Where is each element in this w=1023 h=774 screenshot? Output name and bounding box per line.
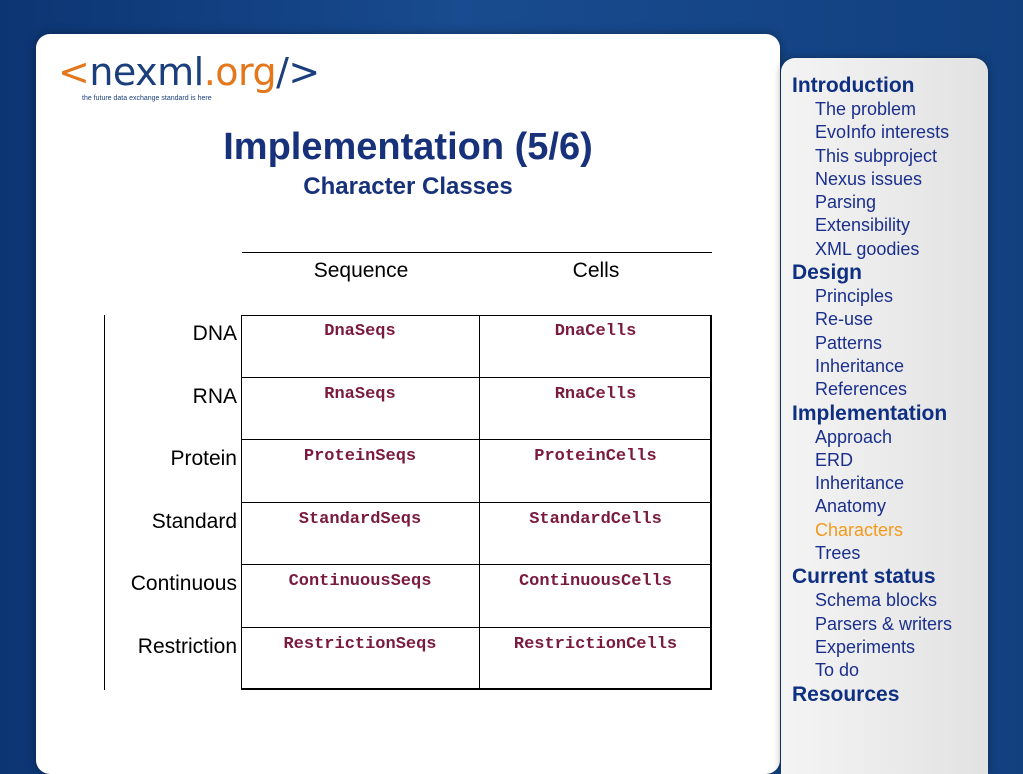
nav-item[interactable]: Trees [815, 543, 861, 564]
nav-item[interactable]: Approach [815, 426, 893, 447]
logo-bracket-close: /> [276, 50, 320, 94]
nav-item[interactable]: Principles [815, 286, 894, 307]
nav-item[interactable]: Patterns [815, 332, 883, 353]
class-cell-sequence: StandardSeqs [241, 502, 480, 565]
nav-item[interactable]: Inheritance [815, 473, 905, 494]
column-header-cells: Cells [572, 259, 620, 282]
row-label: Continuous [130, 572, 237, 595]
logo-name: nexml [89, 50, 204, 94]
class-cell-cells: StandardCells [480, 502, 712, 565]
nav-item[interactable]: Extensibility [815, 215, 911, 236]
nav-section-title[interactable]: Current status [792, 565, 936, 589]
class-cell-sequence: DnaSeqs [241, 315, 480, 378]
nav-item[interactable]: ERD [815, 449, 854, 470]
logo-tld: .org [203, 50, 277, 94]
nav-section-title[interactable]: Implementation [792, 401, 948, 425]
nav-panel [781, 58, 988, 774]
class-cell-sequence: ContinuousSeqs [241, 565, 480, 628]
table-top-rule [242, 252, 712, 253]
class-cell-sequence: RnaSeqs [241, 377, 480, 440]
nav-item[interactable]: XML goodies [815, 238, 920, 259]
slide-subtitle: Character Classes [303, 173, 513, 200]
class-cell-sequence: RestrictionSeqs [241, 627, 480, 690]
row-label: Standard [151, 509, 237, 533]
class-cell-sequence: ProteinSeqs [241, 440, 480, 503]
nav-section-title[interactable]: Resources [792, 682, 900, 706]
nexml-logo[interactable]: <nexml.org/> the future data exchange st… [58, 50, 328, 108]
nav-item[interactable]: Parsing [815, 192, 877, 213]
class-cell-cells: ContinuousCells [480, 565, 712, 628]
nav-item[interactable]: EvoInfo interests [815, 122, 950, 143]
row-label: Restriction [137, 634, 237, 658]
nav-item[interactable]: The problem [815, 99, 917, 119]
table-left-rule [104, 315, 105, 690]
nav-item[interactable]: References [815, 379, 908, 400]
column-header-sequence: Sequence [313, 259, 409, 282]
logo-tagline: the future data exchange standard is her… [82, 95, 212, 102]
row-label: Protein [170, 447, 237, 470]
nav-item[interactable]: This subproject [815, 145, 938, 166]
logo-bracket-open: < [58, 50, 90, 94]
nav-item[interactable]: Experiments [815, 636, 916, 657]
slide-title: Implementation (5/6) [223, 126, 593, 168]
class-cell-cells: RnaCells [480, 377, 712, 440]
nav-item[interactable]: Anatomy [815, 496, 887, 517]
row-label: DNA [192, 322, 237, 345]
nav-item[interactable]: Parsers & writers [815, 613, 953, 634]
logo-wordmark: <nexml.org/> [58, 48, 320, 96]
nav-section: Resources [792, 683, 988, 707]
class-cell-cells: ProteinCells [480, 440, 712, 503]
nav-item[interactable]: Inheritance [815, 355, 905, 376]
nav-item[interactable]: Nexus issues [815, 168, 923, 189]
nav-item[interactable]: To do [815, 660, 860, 681]
nav-section-title[interactable]: Design [792, 261, 863, 285]
slide-panel [36, 34, 780, 774]
nav-section-title[interactable]: Introduction [792, 74, 915, 97]
class-cell-cells: RestrictionCells [480, 627, 712, 690]
row-label: RNA [192, 384, 237, 408]
nav-item[interactable]: Re-use [815, 309, 874, 330]
nav-item[interactable]: Schema blocks [815, 590, 938, 611]
nav-item[interactable]: Characters [815, 519, 904, 540]
class-cell-cells: DnaCells [480, 315, 712, 378]
